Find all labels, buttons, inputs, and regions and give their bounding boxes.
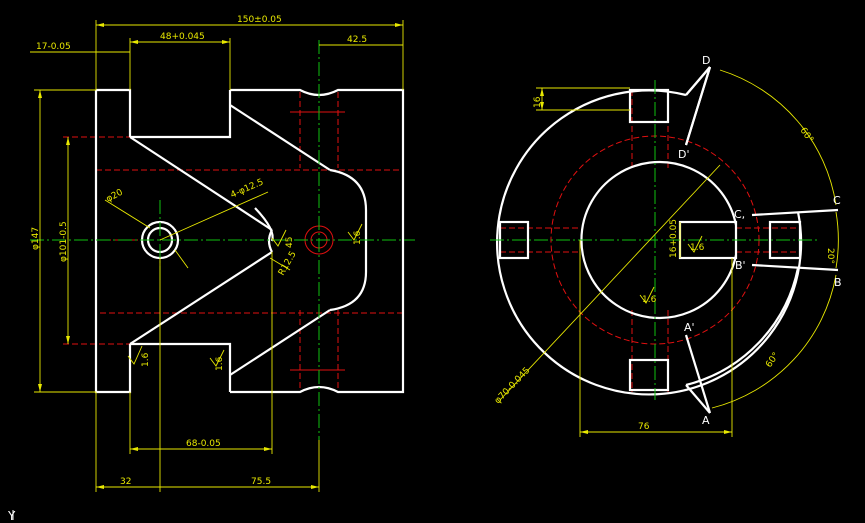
front-hidden-lines [63, 92, 404, 392]
dim-right-diameter: φ70-0.045 [493, 366, 532, 406]
front-view: 150±0.05 17-0.05 48+0.045 42.5 φ147 φ101… [30, 15, 415, 492]
dim-pocket-offset: 48+0.045 [160, 32, 205, 42]
dim-angle-60-bottom: 60° [764, 351, 781, 370]
dim-slot-16: 16+0.05 [669, 219, 679, 258]
dim-angle-60-top: 60° [798, 126, 815, 145]
label-C-prime: C, [734, 208, 745, 221]
dim-overall-width: 150±0.05 [237, 15, 282, 25]
roughness-r3: 1.6 [353, 230, 363, 245]
side-dimensions [499, 69, 839, 437]
ucs-icon: Y [7, 509, 16, 523]
dim-bottom-68: 68-0.05 [186, 439, 221, 449]
side-center-lines [490, 80, 820, 400]
label-D-prime: D' [678, 148, 690, 161]
label-C: C [833, 194, 841, 207]
dim-bore-76: 76 [638, 422, 650, 432]
label-A-prime: A' [684, 321, 695, 334]
dim-depth-16: 16 [533, 96, 543, 108]
label-B: B [834, 276, 842, 289]
front-dimensions [30, 20, 404, 492]
side-point-labels: D D' C C, B B' A' A [678, 54, 842, 427]
roughness-r5: 1.6 [642, 295, 657, 305]
dim-holes-12-5: 4-φ12.5 [229, 177, 265, 200]
roughness-r2: 1.6 [215, 356, 225, 371]
front-dimension-text: 150±0.05 17-0.05 48+0.045 42.5 φ147 φ101… [31, 15, 367, 487]
dim-overall-height: φ147 [31, 227, 41, 250]
label-A: A [702, 414, 710, 427]
front-outline [94, 88, 405, 394]
dim-bottom-75-5: 75.5 [251, 477, 271, 487]
side-dimension-text: 16 76 φ70-0.045 16+0.05 60° 20° 60° 1.6 … [493, 96, 835, 432]
ucs-y-label: Y [7, 509, 16, 523]
dim-vgroove-45: 45 [285, 237, 295, 248]
dim-bottom-32: 32 [120, 477, 131, 487]
roughness-r1: 1.6 [141, 352, 151, 367]
dim-inner-height: φ101-0.5 [59, 221, 69, 262]
dim-diameter-20: φ20 [105, 188, 125, 205]
dim-angle-20: 20° [825, 248, 835, 264]
roughness-r4: 1.6 [690, 243, 705, 253]
side-view: 16 76 φ70-0.045 16+0.05 60° 20° 60° 1.6 … [490, 54, 842, 437]
label-B-prime: B' [735, 259, 746, 272]
dim-right-offset: 42.5 [347, 35, 367, 45]
dim-flange-width: 17-0.05 [36, 42, 71, 52]
label-D: D [702, 54, 710, 67]
